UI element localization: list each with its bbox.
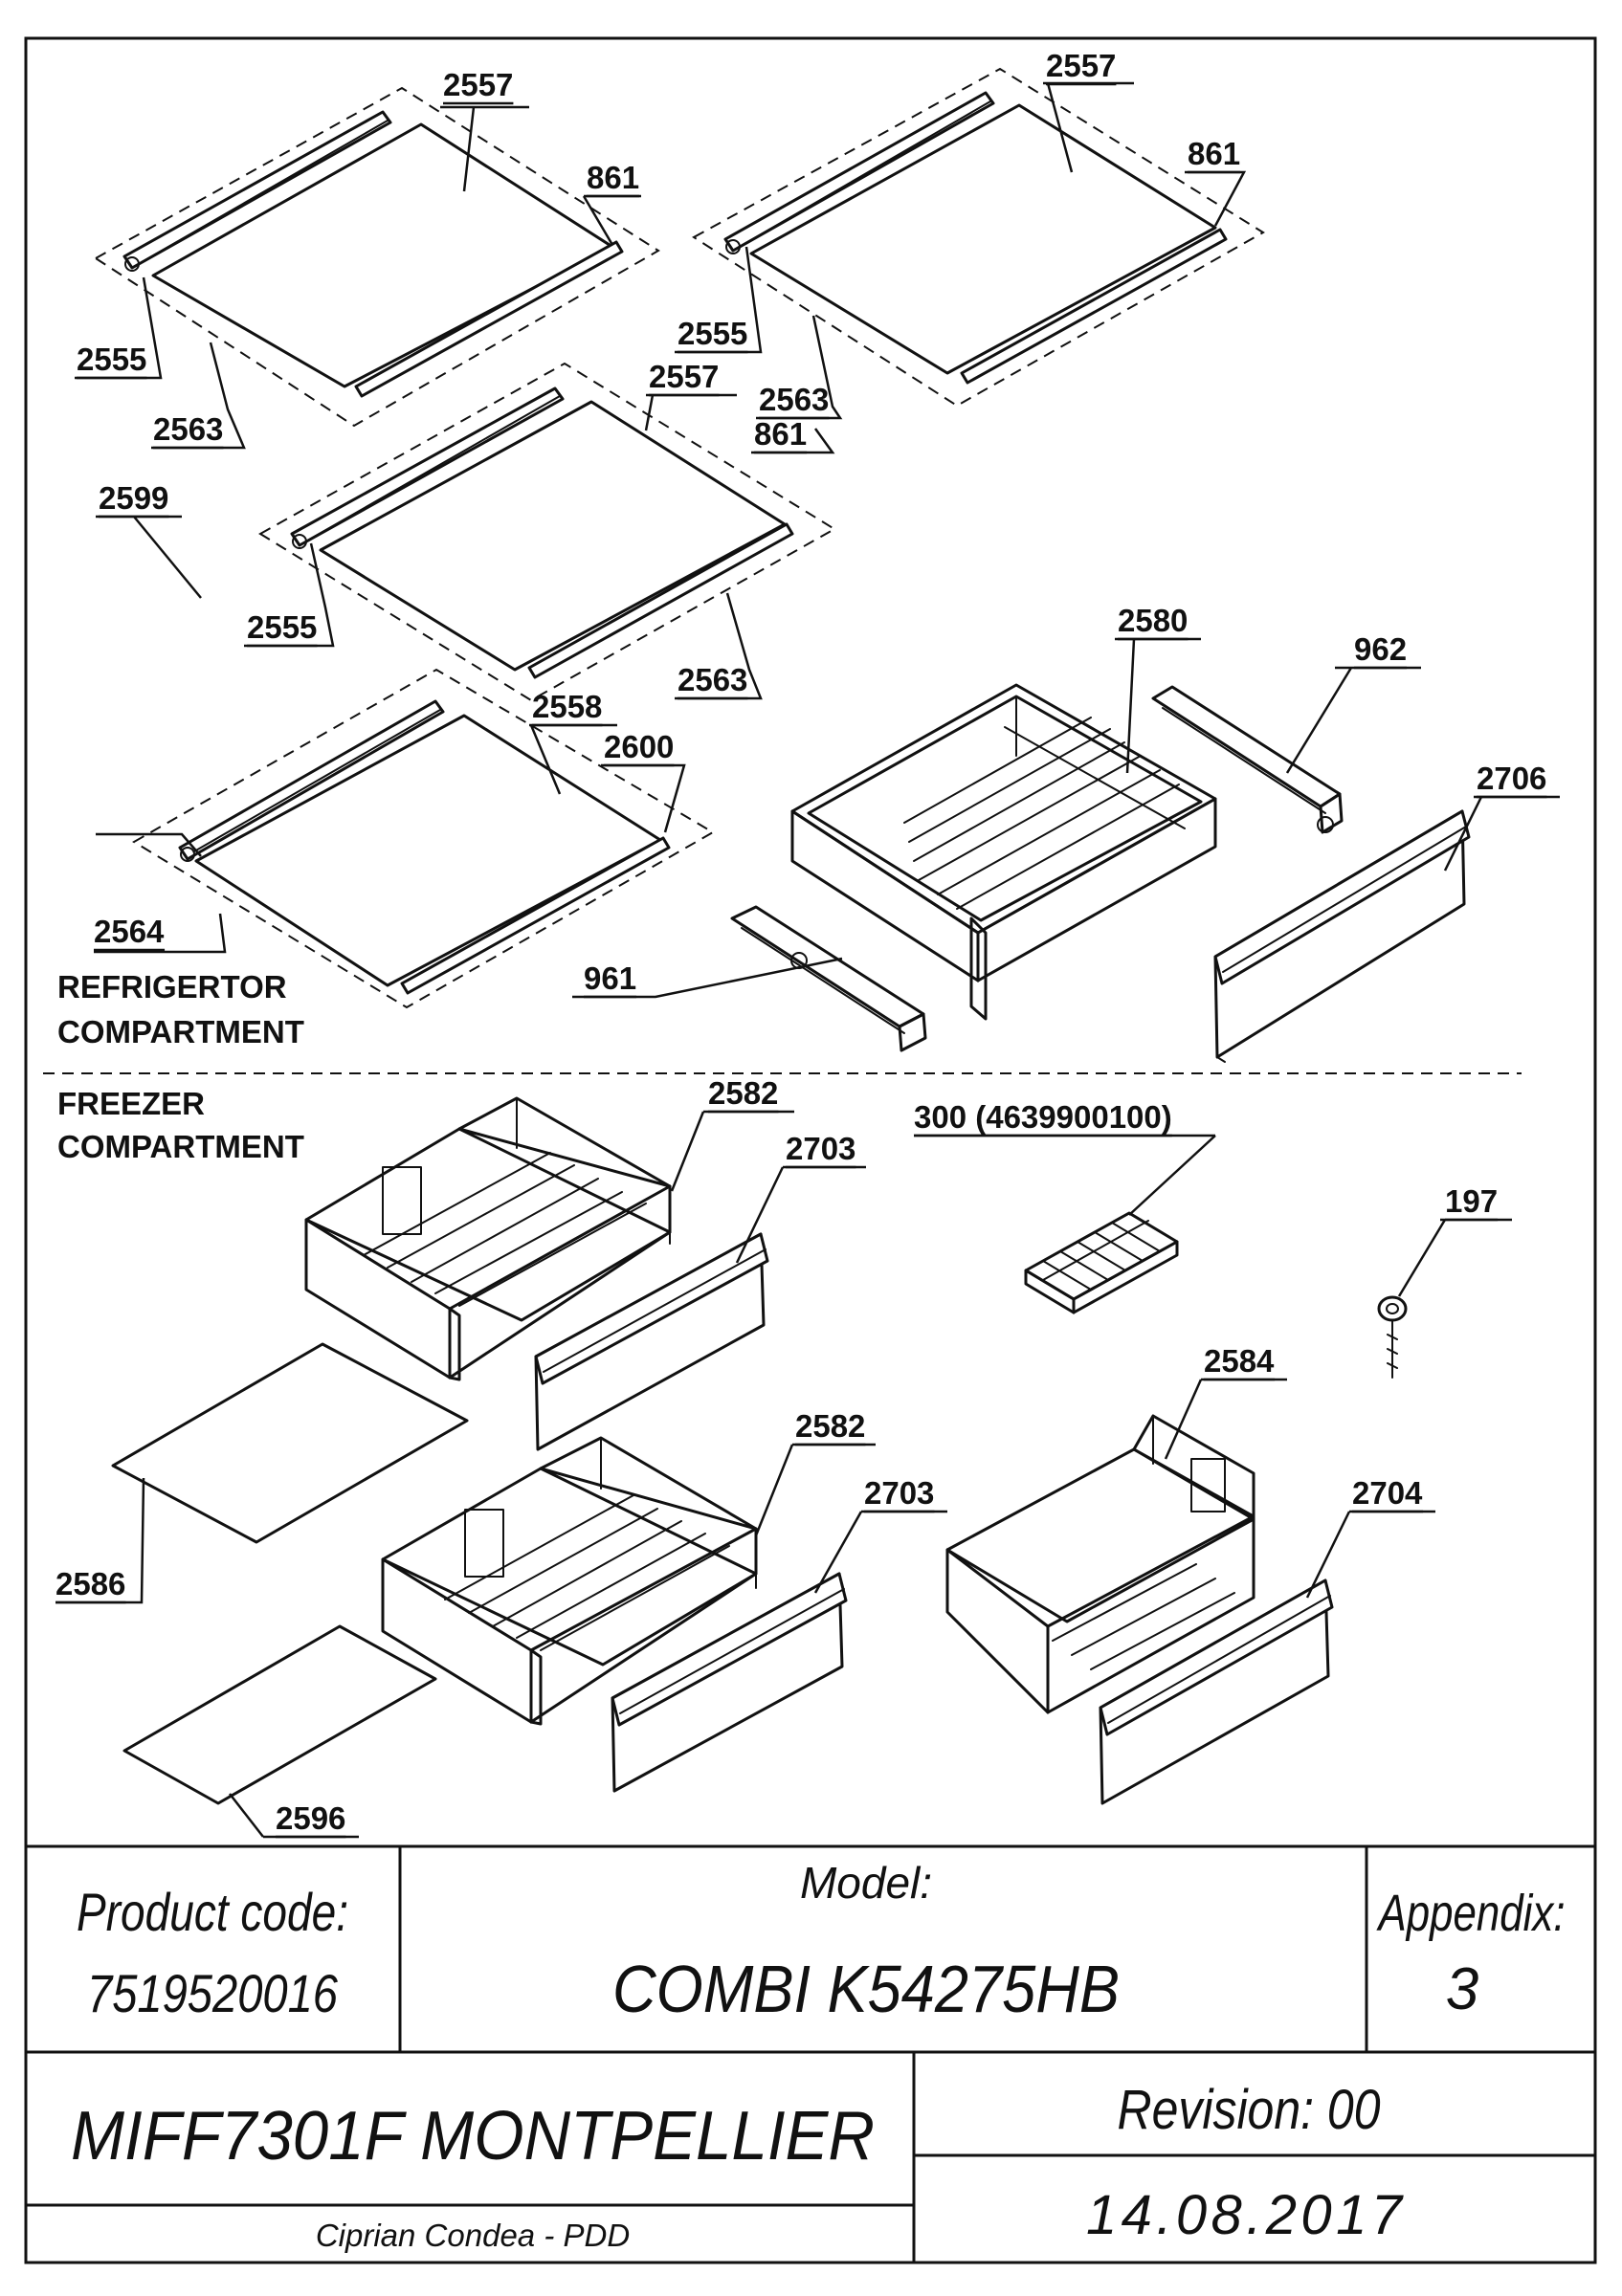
callout-label: 2555 <box>77 342 146 377</box>
drawing-frame <box>24 36 1597 2264</box>
callout-label: 2706 <box>1477 761 1546 796</box>
glass-shelf-4 <box>132 668 715 1009</box>
product-code-label: Product code: <box>77 1882 348 1942</box>
callout-label: 2586 <box>56 1566 125 1601</box>
glass-plate-2586 <box>111 1342 469 1544</box>
refrigerator-title-line-2: COMPARTMENT <box>57 1014 304 1049</box>
model-label: Model: <box>800 1858 932 1908</box>
callout-label: 861 <box>587 160 639 195</box>
date: 14.08.2017 <box>1086 2184 1405 2246</box>
callout-label: 2599 <box>99 480 168 516</box>
callout-label: 2582 <box>708 1075 778 1111</box>
freezer-front-panel-2 <box>611 1572 848 1793</box>
callout-label: 2563 <box>759 382 829 417</box>
callout-label: 2600 <box>604 729 674 764</box>
callout-label: 2704 <box>1352 1475 1423 1511</box>
freezer-drawer-2 <box>381 1436 758 1726</box>
model-value: COMBI K54275HB <box>612 1952 1120 2026</box>
freezer-drawer-1 <box>304 1096 672 1381</box>
author: Ciprian Condea - PDD <box>316 2218 630 2253</box>
callout-label: 2555 <box>247 609 317 645</box>
glass-shelf-2 <box>692 67 1265 408</box>
callout-label: 2557 <box>1046 48 1116 83</box>
callout-label: 2557 <box>443 67 513 102</box>
callout-labels: 2557 861 2555 2563 2557 861 2555 2563 25… <box>56 48 1547 1839</box>
freezer-title-line-2: COMPARTMENT <box>57 1129 304 1164</box>
freezer-drawer-3 <box>945 1414 1255 1714</box>
door-key <box>1377 1295 1408 1379</box>
callout-label: 861 <box>1188 136 1240 171</box>
appendix-value: 3 <box>1446 1956 1478 2022</box>
callout-label: 2582 <box>795 1408 865 1444</box>
glass-shelf-1 <box>94 86 660 428</box>
crisper-drawer <box>790 683 1217 1021</box>
callout-label: 2596 <box>276 1800 345 1836</box>
freezer-front-panel-1 <box>534 1232 769 1451</box>
product-name: MIFF7301F MONTPELLIER <box>71 2098 875 2175</box>
callout-label: 2555 <box>678 316 747 351</box>
callout-label: 2703 <box>864 1475 934 1511</box>
callout-label: 2563 <box>678 662 747 697</box>
callout-label: 2580 <box>1118 603 1188 638</box>
appendix-label: Appendix: <box>1376 1885 1565 1942</box>
title-block: Product code: 7519520016 Model: COMBI K5… <box>26 1844 1595 2263</box>
callout-label: 2558 <box>532 689 602 724</box>
revision: Revision: 00 <box>1118 2079 1381 2141</box>
glass-shelf-3 <box>258 362 836 702</box>
callout-label: 2584 <box>1204 1343 1275 1379</box>
glass-plate-2596 <box>122 1624 437 1805</box>
callout-label: 962 <box>1354 631 1407 667</box>
ice-tray <box>1024 1211 1179 1314</box>
product-code-value: 7519520016 <box>87 1963 339 2023</box>
callout-label: 861 <box>754 416 807 452</box>
refrigerator-title-line-1: REFRIGERTOR <box>57 969 287 1004</box>
callout-label: 2557 <box>649 359 719 394</box>
callout-label: 2563 <box>153 411 223 447</box>
crisper-front-panel <box>1213 809 1471 1063</box>
callout-label: 197 <box>1445 1183 1498 1219</box>
freezer-title-line-1: FREEZER <box>57 1086 205 1121</box>
freezer-front-panel-3 <box>1099 1578 1334 1805</box>
drawer-rail-left <box>730 905 927 1052</box>
drawer-rail-right <box>1151 685 1344 834</box>
callout-label: 300 (4639900100) <box>914 1099 1172 1135</box>
callout-label: 2564 <box>94 914 165 949</box>
callout-label: 961 <box>584 960 636 996</box>
callout-label: 2703 <box>786 1131 855 1166</box>
